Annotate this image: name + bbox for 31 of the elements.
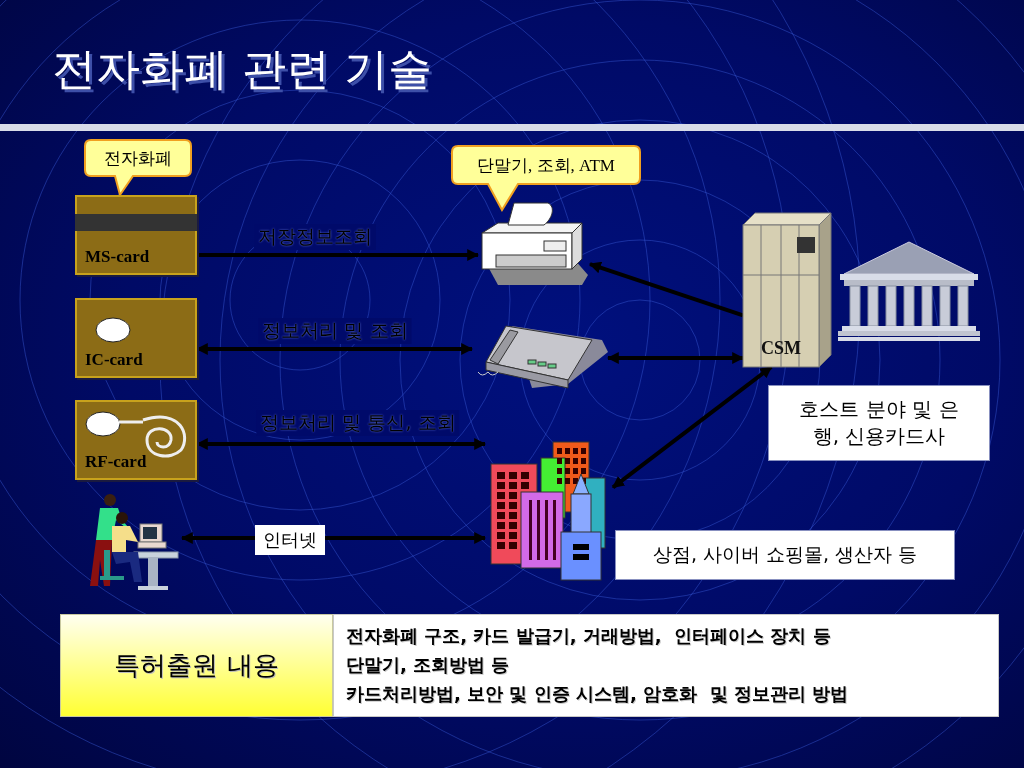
callout-text: 전자화폐 [104,147,172,170]
card [75,400,197,480]
arrow [606,352,745,364]
table-cell [333,614,999,717]
card-label: MS-card [85,247,150,267]
card [75,195,197,275]
slide-title: 전자화폐 관련 기술 [52,42,432,96]
table-header-cell [60,614,333,717]
text-box [768,385,990,461]
card [75,298,197,378]
table-cell-text: 전자화폐 구조, 카드 발급기, 거래방법, 인터페이스 장치 등 [346,624,832,649]
table-cell-text: 카드처리방법, 보안 및 인증 시스템, 암호화 및 정보관리 방법 [346,681,850,706]
text-box [615,530,955,580]
bank-building-drawing [838,240,980,342]
speech-bubble [85,140,191,195]
card-label: IC-card [85,350,143,370]
box-text: 상점, 사이버 쇼핑몰, 생산자 등 [652,542,918,568]
box-text: 호스트 분야 및 은행, 신용카드사 [798,396,960,450]
edge-label: 저장정보조회 [254,224,376,250]
arrow [197,249,480,261]
table-header-text: 특허출원 내용 [114,649,279,682]
card-label: RF-card [85,452,147,472]
edge-label: 정보처리 및 조회 [258,318,412,344]
speech-bubble [452,146,640,210]
callout-text: 단말기, 조회, ATM [477,154,615,177]
arrow [588,261,744,318]
printer-drawing [478,203,590,285]
server-label: CSM [761,338,801,358]
edge-label: 인터넷 [255,525,325,555]
edge-label: 정보처리 및 통신, 조회 [256,410,460,436]
table-cell-text: 단말기, 조회방법 등 [346,653,511,678]
